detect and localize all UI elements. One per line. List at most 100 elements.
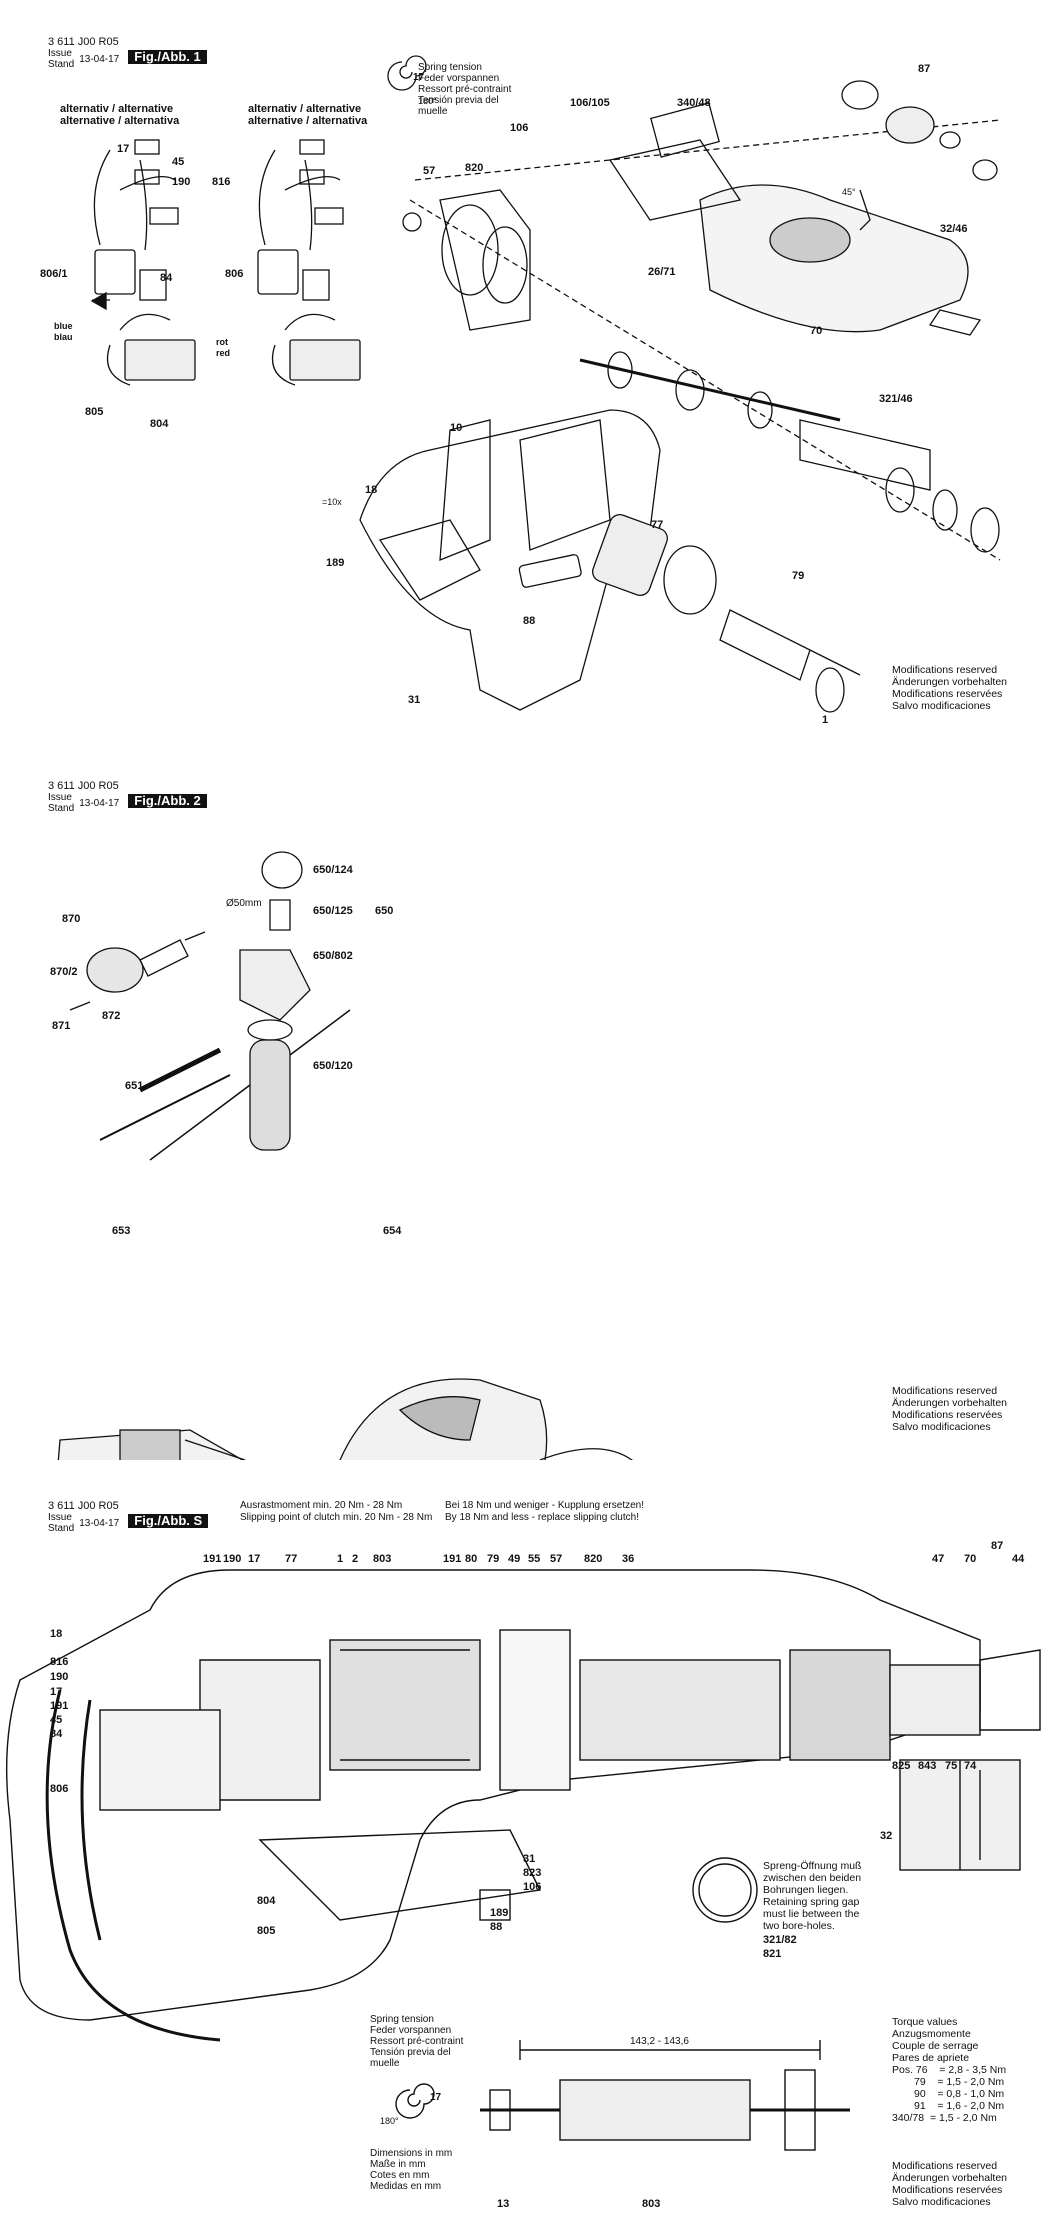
dimensions-note: Dimensions in mm Maße in mm Cotes en mm … [370, 2148, 453, 2192]
alternative-caption-right: alternativ / alternative alternative / a… [248, 103, 368, 127]
part-label: 10 [450, 422, 463, 434]
part-label: 13 [497, 2198, 510, 2210]
torque-row: 90 = 0,8 - 1,0 Nm [914, 2088, 1005, 2100]
slip-note-de: Ausrastmoment min. 20 Nm - 28 Nm [240, 1500, 403, 1511]
torque-row: 340/78 = 1,5 - 2,0 Nm [892, 2112, 997, 2124]
part-label: 805 [257, 1925, 276, 1937]
part-label: 870/2 [50, 966, 78, 978]
part-label: 31 [408, 694, 421, 706]
part-label: 45 [50, 1714, 63, 1726]
battery-pack-drawing [57, 1429, 246, 1460]
part-label: 57 [550, 1553, 563, 1565]
drill-chuck-drawing [69, 931, 206, 1011]
chuck-key-drawing [138, 1047, 222, 1093]
part-label: 77 [285, 1553, 298, 1565]
wire-color: blue [54, 321, 73, 331]
part-label: 191 [50, 1700, 69, 1712]
spring-tension-note: Spring tension Feder vorspannen Ressort … [418, 62, 512, 117]
part-label: 805 [85, 406, 104, 418]
part-label: 321/46 [879, 393, 913, 405]
spring-tension-icon-s [395, 2083, 435, 2119]
part-label: 189 [326, 557, 345, 569]
figure-label: Fig./Abb. S [128, 1514, 209, 1528]
part-label: 806/1 [40, 268, 68, 280]
figure-label: Fig./Abb. 1 [128, 50, 207, 64]
depth-stop-drawing [99, 1074, 231, 1141]
charger-drawing [339, 1378, 633, 1460]
part-label: 803 [642, 2198, 661, 2210]
part-label: 55 [528, 1553, 541, 1565]
slip-note-en: Slipping point of clutch min. 20 Nm - 28… [240, 1512, 433, 1523]
part-label: 31 [523, 1853, 536, 1865]
part-label: 80 [465, 1553, 478, 1565]
part-label: 57 [423, 165, 436, 177]
torque-row: 91 = 1,6 - 2,0 Nm [914, 2100, 1005, 2112]
wire-color: blau [54, 332, 73, 342]
sectional-view-sheet-s: 3 611 J00 R05 Issue Stand 13-04-17 Fig./… [0, 1460, 1050, 2226]
part-label: 803 [373, 1553, 392, 1565]
issue-date: 13-04-17 [79, 1518, 120, 1529]
part-label: 1 [337, 1553, 344, 1565]
part-label: 77 [651, 519, 664, 531]
part-label: 87 [918, 63, 931, 75]
document-code: 3 611 J00 R05 [48, 780, 119, 792]
issue-date: 13-04-17 [79, 798, 120, 809]
part-label: 1 [822, 714, 829, 726]
part-label: 84 [160, 272, 173, 284]
part-label: 650/125 [313, 905, 353, 917]
part-label: 45 [172, 156, 185, 168]
part-label: 804 [150, 418, 169, 430]
part-label: 653 [112, 1225, 131, 1237]
spring-value: 17 [430, 2092, 442, 2103]
part-label: 18 [50, 1628, 63, 1640]
part-label: 79 [487, 1553, 500, 1565]
modifications-note: Modifications reserved Änderungen vorbeh… [892, 664, 1008, 712]
gap-note: Spreng-Öffnung muß zwischen den beiden B… [763, 1860, 862, 1932]
part-label: 74 [964, 1760, 977, 1772]
spring-value: 17 [413, 72, 425, 83]
alternative-caption-left: alternativ / alternative alternative / a… [60, 103, 180, 127]
accessories-drawing [57, 851, 633, 1460]
angle-note: 45° [842, 187, 856, 197]
part-label: 821 [763, 1948, 782, 1960]
quantity-note: =10x [322, 497, 342, 507]
part-label: 191 [443, 1553, 462, 1565]
part-label: 870 [62, 913, 81, 925]
part-label: 88 [523, 615, 536, 627]
part-label: 88 [490, 1921, 503, 1933]
part-label: 650/802 [313, 950, 353, 962]
part-label: 806 [50, 1783, 69, 1795]
spring-angle: 180° [380, 2116, 399, 2126]
sheet-header: 3 611 J00 R05 Issue Stand 13-04-17 Fig./… [48, 36, 207, 70]
front-chuck-drawing [841, 80, 998, 336]
switch-assembly-right [257, 139, 361, 386]
wire-color: red [216, 348, 231, 358]
wire-color: rot [216, 337, 228, 347]
exploded-view-sheet-1: 3 611 J00 R05 Issue Stand 13-04-17 Fig./… [0, 0, 1050, 740]
spring-tension-icon [387, 55, 427, 91]
hammer-tube-drawing [608, 102, 969, 333]
part-label: 872 [102, 1010, 121, 1022]
modifications-note: Modifications reserved Änderungen vorbeh… [892, 1385, 1008, 1433]
issue-label: Issue Stand [48, 1512, 75, 1534]
sheet-header: 3 611 J00 R05 Issue Stand 13-04-17 Fig./… [48, 1500, 209, 1534]
part-label: 87 [991, 1540, 1004, 1552]
part-label: 32 [880, 1830, 893, 1842]
replace-note-en: By 18 Nm and less - replace slipping clu… [445, 1512, 639, 1523]
torque-row: Pos. 76 = 2,8 - 3,5 Nm [892, 2064, 1007, 2076]
part-label: 26/71 [648, 266, 676, 278]
spring-angle: 180° [418, 96, 437, 106]
part-label: 47 [932, 1553, 945, 1565]
part-label: 816 [50, 1656, 69, 1668]
part-label: 843 [918, 1760, 937, 1772]
housing-drawing [359, 409, 661, 711]
switch-assembly-left [90, 139, 196, 386]
part-label: 44 [1012, 1553, 1025, 1565]
modifications-note: Modifications reserved Änderungen vorbeh… [892, 2160, 1008, 2208]
part-label: 871 [52, 1020, 71, 1032]
dimension-value: 143,2 - 143,6 [630, 2036, 689, 2047]
part-label: 816 [212, 176, 231, 188]
part-label: 70 [810, 325, 823, 337]
exploded-drawing-1 [90, 55, 1001, 713]
housing-section [5, 1569, 1041, 2042]
